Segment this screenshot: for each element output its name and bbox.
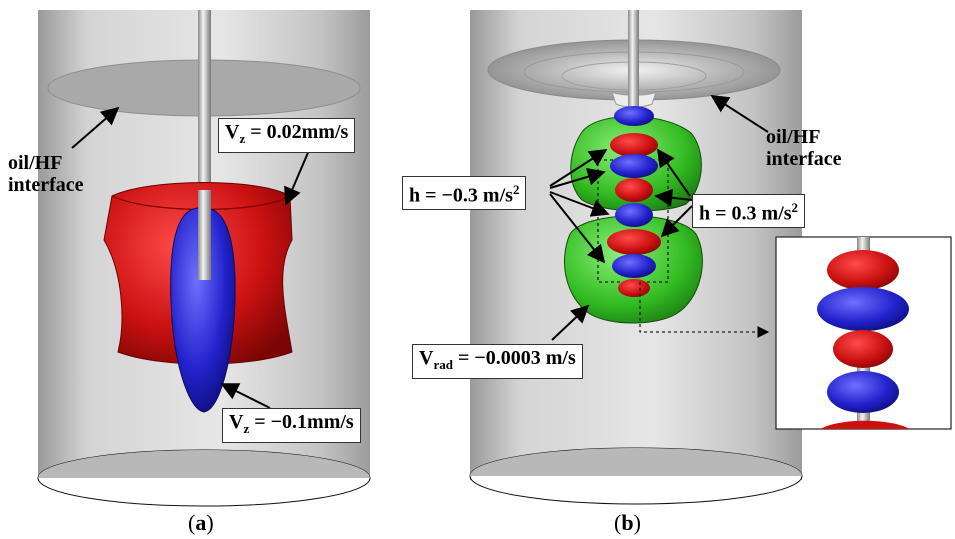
vz-neg-sub: z xyxy=(243,421,250,436)
arrow-hpos-2 xyxy=(654,188,693,207)
caption-b: (b) xyxy=(614,510,641,535)
inset-red-1 xyxy=(827,250,899,290)
vz-negative-label: Vz = −0.1mm/s xyxy=(222,408,361,443)
h-isosurface-column xyxy=(607,106,661,297)
caption-b-letter: b xyxy=(621,510,634,535)
inset-blue-1 xyxy=(817,287,909,331)
vrad-prefix: V xyxy=(419,347,434,369)
caption-a-letter: a xyxy=(195,510,207,535)
h-pos-prefix: h = xyxy=(699,202,732,225)
vrad-sub: rad xyxy=(433,357,453,372)
arrow-interface-a xyxy=(71,106,120,149)
arrow-hneg-2 xyxy=(549,167,606,189)
h-pos-sup: 2 xyxy=(791,200,799,215)
interface-label-b-line2: interface xyxy=(766,148,842,170)
h-neg-sup: 2 xyxy=(512,182,520,197)
blue-lobe-3 xyxy=(615,203,653,227)
blue-lobe-2 xyxy=(610,154,658,178)
arrow-vz-neg xyxy=(220,383,271,409)
interface-label-b-line1: oil/HF xyxy=(766,126,821,148)
h-negative-label: h = −0.3 m/s2 xyxy=(402,176,527,210)
red-lobe-1 xyxy=(610,133,658,157)
vz-positive-label: Vz = 0.02mm/s xyxy=(218,118,356,153)
arrow-hpos-3 xyxy=(660,205,693,238)
interface-label-a-line2: interface xyxy=(8,174,84,196)
arrow-hpos-1 xyxy=(656,148,691,197)
vz-pos-value: = 0.02mm/s xyxy=(245,121,349,143)
vz-neg-prefix: V xyxy=(229,411,244,433)
red-lobe-3 xyxy=(607,229,661,255)
red-lobe-4 xyxy=(618,279,650,297)
vrad-label: Vrad = −0.0003 m/s xyxy=(412,344,583,379)
inset-zoom xyxy=(775,236,952,430)
red-lobe-2 xyxy=(615,178,653,202)
arrow-interface-b xyxy=(710,95,769,133)
vz-pos-sub: z xyxy=(239,131,246,146)
arrow-vz-pos xyxy=(284,147,311,206)
inset-blue-2 xyxy=(827,371,899,413)
arrow-vrad xyxy=(551,304,590,341)
arrow-hneg-4 xyxy=(549,193,606,264)
vz-pos-prefix: V xyxy=(225,121,240,143)
interface-label-a-line1: oil/HF xyxy=(8,152,63,174)
vz-neg-value: = −0.1mm/s xyxy=(249,411,354,433)
h-pos-value: 0.3 m/s xyxy=(731,202,792,225)
h-positive-label: h = 0.3 m/s2 xyxy=(692,194,806,228)
interface-label-a: oil/HF interface xyxy=(8,152,84,196)
negative-vz-isosurface xyxy=(170,207,236,413)
arrow-hneg-3 xyxy=(549,191,610,217)
arrow-hneg-1 xyxy=(549,149,608,187)
blue-lobe-4 xyxy=(612,254,656,278)
blue-lobe-1 xyxy=(614,106,654,126)
inset-red-2 xyxy=(833,330,893,368)
panel-a xyxy=(37,10,371,507)
interface-label-b: oil/HF interface xyxy=(766,126,842,170)
vrad-value: = −0.0003 m/s xyxy=(452,347,576,369)
inset-connector xyxy=(639,282,770,338)
panel-b xyxy=(469,10,952,505)
caption-a: (a) xyxy=(188,510,214,535)
h-neg-prefix: h = xyxy=(409,184,442,207)
h-neg-value: −0.3 m/s xyxy=(441,184,513,207)
